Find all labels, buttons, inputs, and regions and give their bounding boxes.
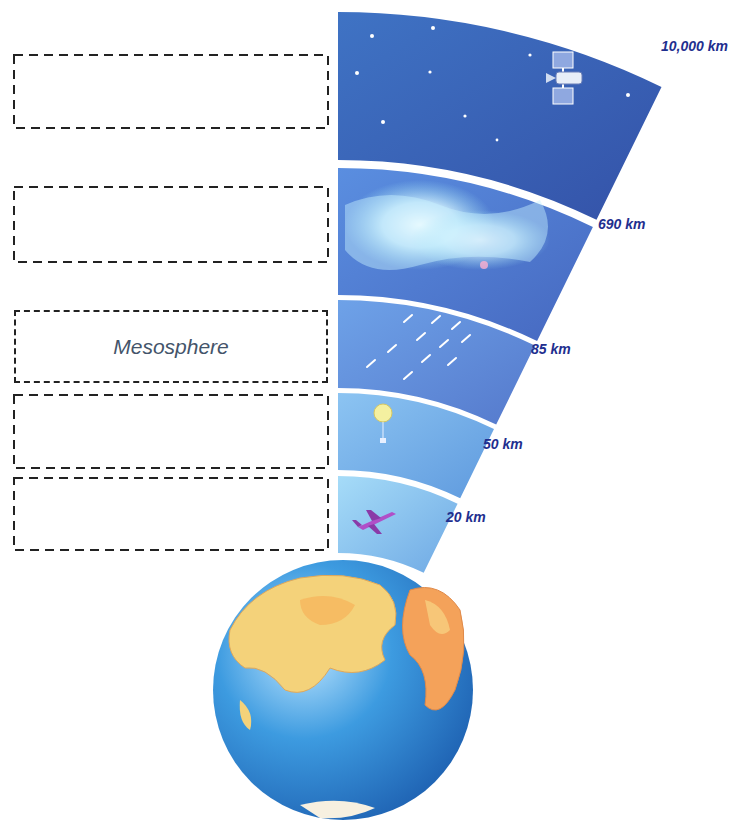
- altitude-label: 10,000 km: [661, 38, 728, 54]
- altitude-label: 85 km: [531, 341, 571, 357]
- altitude-label: 50 km: [483, 436, 523, 452]
- atmosphere-band: [338, 476, 458, 573]
- aurora: [345, 180, 550, 270]
- airplane: [352, 510, 396, 534]
- layer-box: Mesosphere: [14, 310, 328, 383]
- balloon: [374, 404, 392, 443]
- altitude-label: 20 km: [446, 509, 486, 525]
- altitude-label: 690 km: [598, 216, 645, 232]
- satellite: [546, 52, 582, 104]
- layer-name: Mesosphere: [105, 331, 237, 363]
- earth: [213, 560, 473, 820]
- answer-box: [14, 55, 328, 550]
- stars: [355, 26, 630, 141]
- meteors: [367, 315, 470, 379]
